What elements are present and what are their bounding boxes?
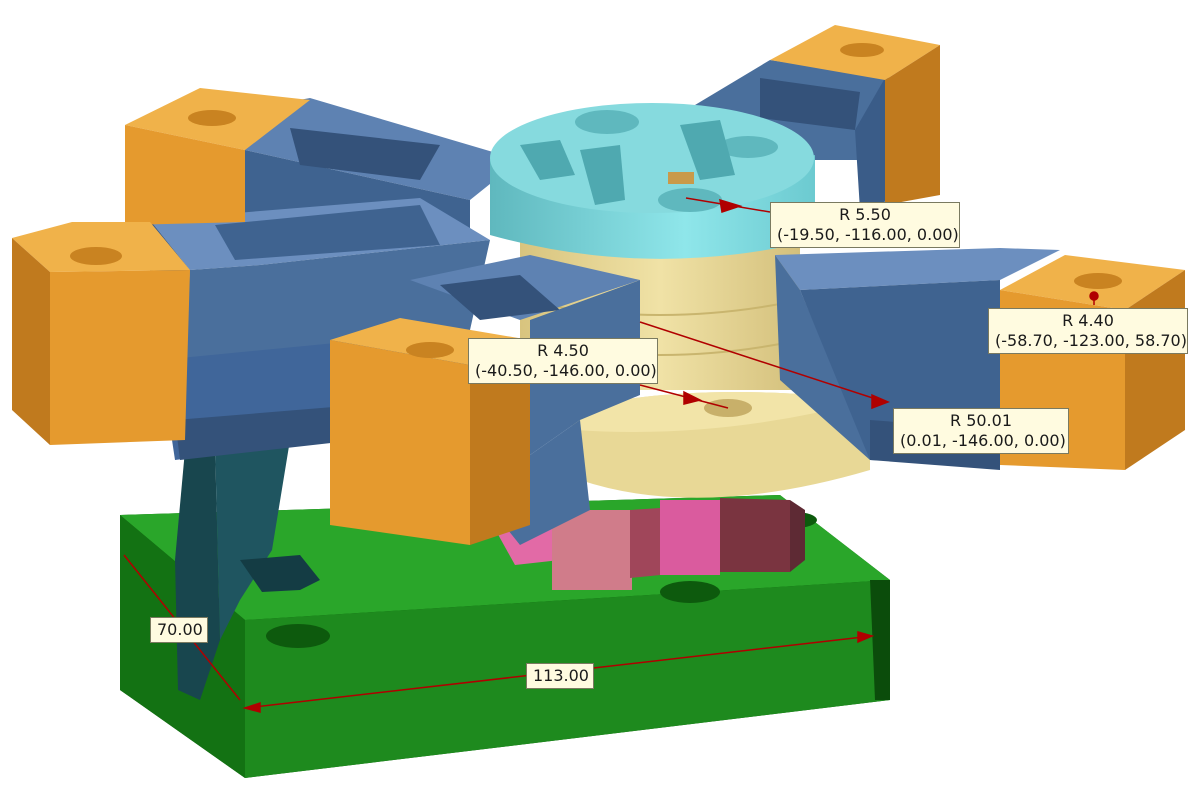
arrow-width-left — [242, 701, 261, 713]
cap-hole-2 — [718, 136, 778, 158]
arrow-r-4-50 — [683, 390, 703, 405]
radius-text: R 5.50 — [839, 205, 891, 224]
dimension-width[interactable]: 113.00 — [526, 663, 594, 689]
radius-text: R 4.50 — [537, 341, 589, 360]
dot-r-4-40 — [1089, 291, 1099, 301]
coords-text: (-40.50, -146.00, 0.00) — [475, 361, 657, 380]
radius-text: R 4.40 — [1062, 311, 1114, 330]
orange-blocks — [12, 25, 1185, 545]
block-hole-front-left — [406, 342, 454, 358]
width-value: 113.00 — [533, 666, 589, 685]
annotation-r-5-50[interactable]: R 5.50 (-19.50, -116.00, 0.00) — [770, 202, 960, 248]
coords-text: (-58.70, -123.00, 58.70) — [995, 331, 1187, 350]
block-hole-right — [1074, 273, 1122, 289]
arrow-r-5-50 — [719, 198, 743, 213]
depth-value: 70.00 — [157, 620, 203, 639]
coords-text: (0.01, -146.00, 0.00) — [900, 431, 1066, 450]
base-hole-front-left — [266, 624, 330, 648]
annotation-r-4-50[interactable]: R 4.50 (-40.50, -146.00, 0.00) — [468, 338, 658, 384]
annotation-r-50-01[interactable]: R 50.01 (0.01, -146.00, 0.00) — [893, 408, 1069, 454]
block-hole-top-left — [188, 110, 236, 126]
leader-r-50-01 — [639, 321, 886, 403]
dimension-depth[interactable]: 70.00 — [150, 617, 208, 643]
arrow-r-50-01 — [871, 393, 890, 410]
annotation-r-4-40[interactable]: R 4.40 (-58.70, -123.00, 58.70) — [988, 308, 1188, 354]
coords-text: (-19.50, -116.00, 0.00) — [777, 225, 959, 244]
cap-hole-1 — [575, 110, 639, 134]
block-hole-top-right — [840, 43, 884, 57]
block-hole-left — [70, 247, 122, 265]
base-hole-front-right — [660, 581, 720, 603]
radius-text: R 50.01 — [949, 411, 1012, 430]
cap-inset — [668, 172, 694, 184]
top-cap — [490, 103, 815, 259]
arrow-width-right — [857, 631, 875, 644]
cap-hole-3 — [658, 188, 722, 212]
